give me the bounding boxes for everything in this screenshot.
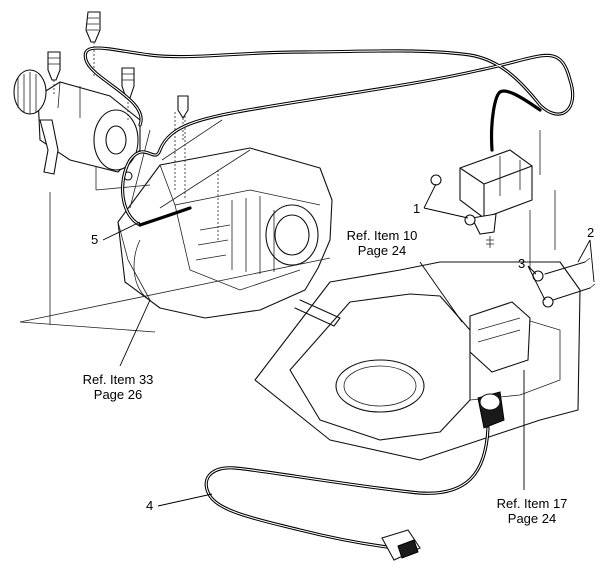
ref-item-17-line1: Ref. Item 17 [496, 496, 568, 511]
callout-4: 4 [146, 498, 154, 513]
callout-3: 3 [518, 256, 526, 271]
ref-item-17-label: Ref. Item 17 Page 24 [482, 496, 582, 526]
callout-2: 2 [587, 225, 595, 240]
mounting-plate [254, 261, 581, 461]
leader-item33 [119, 299, 151, 367]
callout-1: 1 [413, 201, 421, 216]
engine-block [117, 147, 341, 327]
callout-5: 5 [91, 232, 99, 247]
leader-item10 [419, 261, 463, 323]
leader-5 [102, 221, 141, 241]
wire-harness [83, 46, 575, 227]
ref-item-33-line1: Ref. Item 33 [82, 372, 154, 387]
bracket-switch [469, 257, 596, 373]
ref-item-33-label: Ref. Item 33 Page 26 [68, 372, 168, 402]
starter-motor [13, 69, 141, 181]
ref-item-10-line1: Ref. Item 10 [346, 228, 418, 243]
ref-item-10-label: Ref. Item 10 Page 24 [332, 228, 432, 258]
ref-item-10-line2: Page 24 [357, 243, 407, 258]
leader-3 [527, 265, 546, 301]
leader-4 [157, 493, 213, 507]
ref-item-17-line2: Page 24 [507, 511, 557, 526]
ref-item-33-line2: Page 26 [93, 387, 143, 402]
lower-cord [204, 391, 505, 561]
leader-2 [577, 239, 595, 283]
leader-1 [423, 183, 469, 219]
projection-lines [19, 112, 331, 333]
solenoid [430, 89, 556, 270]
